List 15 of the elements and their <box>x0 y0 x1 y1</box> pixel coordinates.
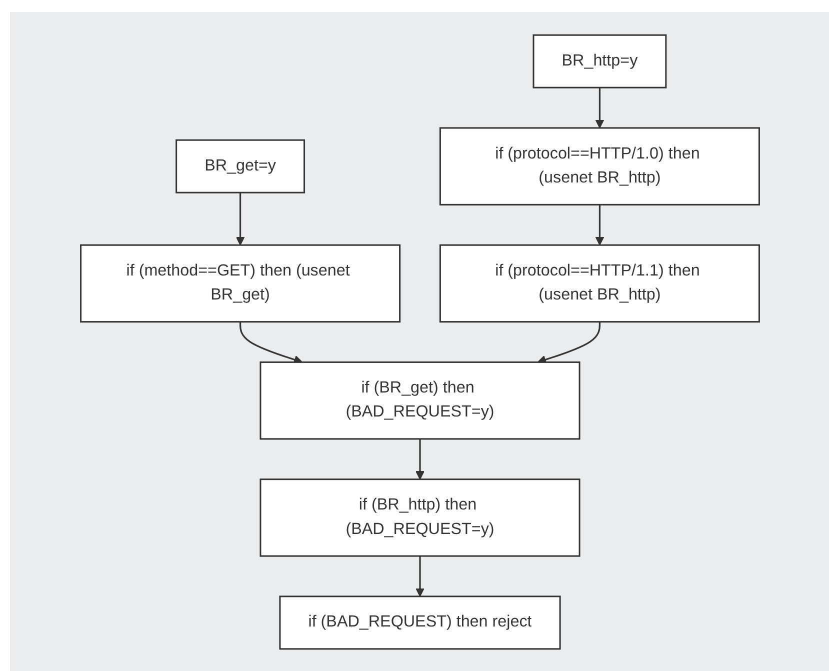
arrow <box>235 192 244 245</box>
node-box: if (method==GET) then (usenet BR_get) <box>80 244 400 322</box>
arrow <box>415 438 424 480</box>
node-box: if (BAD_REQUEST) then reject <box>278 595 560 650</box>
arrow <box>536 321 600 364</box>
node-box: if (protocol==HTTP/1.0) then (usenet BR_http) <box>438 126 760 205</box>
arrow <box>594 87 604 128</box>
arrow <box>238 321 302 364</box>
arrow <box>594 204 604 245</box>
node-box: if (BR_http) then (BAD_REQUEST=y) <box>259 478 580 556</box>
node-box: if (protocol==HTTP/1.1) then (usenet BR_http) <box>438 244 760 322</box>
node-box: BR_http=y <box>532 34 666 88</box>
node-box: if (BR_get) then (BAD_REQUEST=y) <box>259 360 580 440</box>
node-box: BR_get=y <box>175 138 305 193</box>
arrow <box>415 556 424 596</box>
